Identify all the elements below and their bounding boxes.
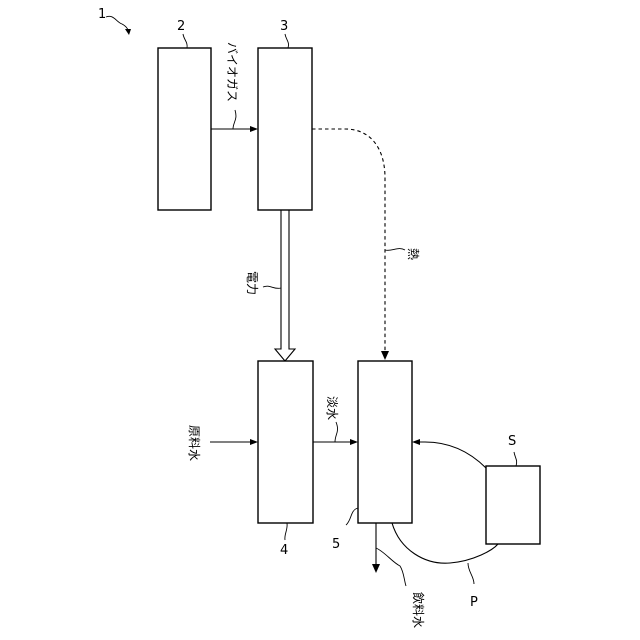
power-label-leader — [263, 286, 281, 288]
curve-P — [392, 523, 498, 563]
heat-label: 熱 — [406, 248, 420, 260]
ref-leader-3 — [285, 34, 289, 48]
drinking-water-flow-arrowhead — [372, 564, 380, 573]
ref-leader-2 — [183, 34, 187, 48]
drinking-water-label-leader — [376, 548, 406, 586]
ref-leader-5 — [346, 508, 358, 525]
ref-leader-1-arrowhead — [125, 29, 131, 35]
fresh-water-flow-arrowhead — [350, 439, 358, 445]
fresh-water-label: 淡水 — [325, 396, 339, 420]
power-flow-hollow-arrow — [275, 210, 295, 361]
raw-water-flow-arrowhead — [250, 439, 258, 445]
heat-flow-arrowhead — [381, 351, 389, 360]
biogas-label: バイオガス — [225, 42, 239, 102]
supply-return-line — [419, 442, 486, 468]
ref-leader-S — [514, 452, 517, 466]
heat-label-leader — [385, 249, 405, 251]
ref-numeral-P: P — [470, 595, 478, 610]
supply-return-arrowhead — [412, 439, 420, 445]
ref-numeral-2: 2 — [177, 19, 185, 34]
heat-flow-dashed-line — [312, 129, 385, 352]
fresh-water-label-leader — [335, 422, 338, 442]
box-3 — [258, 48, 312, 210]
box-S — [486, 466, 540, 544]
ref-numeral-3: 3 — [280, 19, 288, 34]
ref-numeral-S: S — [508, 434, 516, 449]
ref-numeral-4: 4 — [280, 543, 288, 558]
drinking-water-label: 飲料水 — [411, 592, 426, 628]
power-label: 電力 — [245, 271, 259, 295]
biogas-flow-arrowhead — [250, 126, 258, 132]
box-5 — [358, 361, 412, 523]
raw-water-label: 原料水 — [187, 425, 201, 461]
box-2 — [158, 48, 211, 210]
ref-leader-P — [468, 563, 474, 584]
ref-numeral-1: 1 — [98, 7, 106, 22]
biogas-label-leader — [233, 110, 236, 129]
box-4 — [258, 361, 313, 523]
ref-leader-4 — [285, 523, 287, 540]
ref-numeral-5: 5 — [332, 537, 340, 552]
